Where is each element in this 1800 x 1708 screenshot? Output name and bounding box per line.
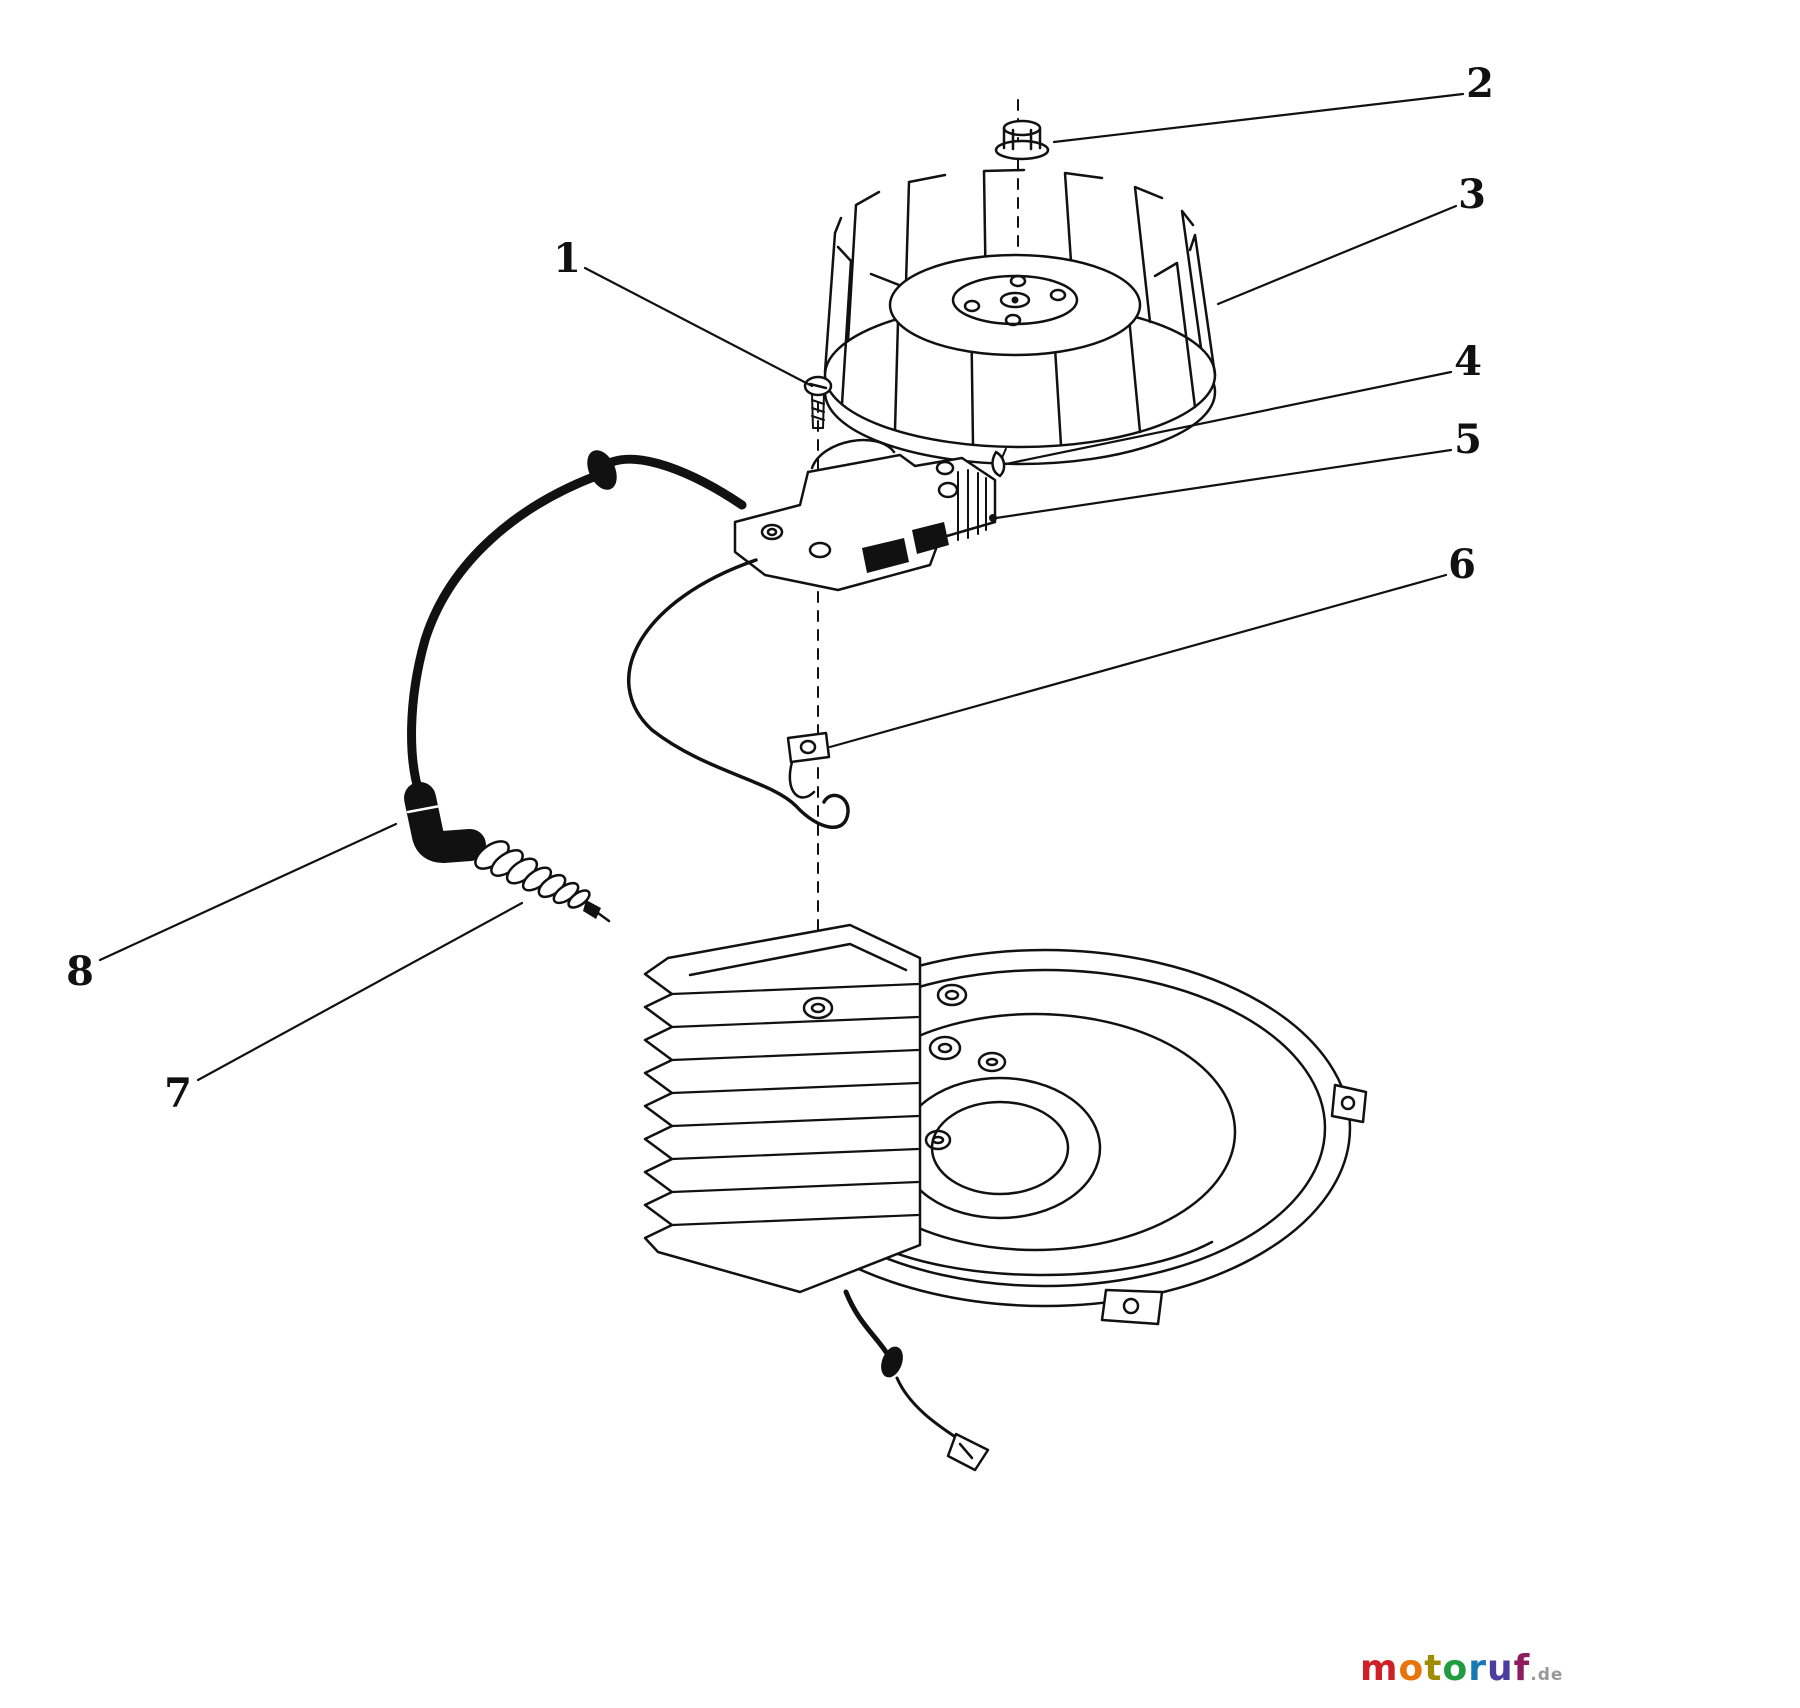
backplate-bore xyxy=(930,1100,1070,1196)
boot-body xyxy=(404,782,486,863)
boot-rib xyxy=(406,804,442,814)
flywheel-hub xyxy=(888,253,1142,357)
clamp-strap xyxy=(788,760,816,799)
wire-grommet xyxy=(587,450,617,490)
flywheel xyxy=(823,168,1217,466)
nut-flange xyxy=(994,139,1050,161)
spark-plug-wire xyxy=(407,450,747,800)
coil-bail xyxy=(810,438,896,470)
logo-letter: u xyxy=(1486,1648,1514,1689)
ground-wire-upper xyxy=(843,1289,889,1355)
coil-winding-block xyxy=(912,522,949,554)
coil-winding-block xyxy=(862,538,909,573)
backplate-bottom-tab xyxy=(1100,1288,1164,1326)
mounting-screw xyxy=(803,375,833,429)
logo-letter: o xyxy=(1442,1648,1469,1689)
backplate-bolt-bosses xyxy=(924,983,1007,1151)
logo-letter: r xyxy=(1468,1648,1487,1689)
cylinder-top-face xyxy=(688,942,908,977)
callout-numbers: 1 2 3 4 5 6 7 8 xyxy=(66,60,1494,1117)
callout-4: 4 xyxy=(1454,338,1482,385)
flywheel-key xyxy=(991,450,1006,478)
leader-6 xyxy=(828,573,1448,749)
spark-plug xyxy=(474,840,611,923)
head-bolt-boss xyxy=(802,996,834,1020)
plug-electrode xyxy=(596,911,611,923)
nut-top xyxy=(1002,119,1042,137)
leader-2 xyxy=(1052,92,1465,144)
leader-lines xyxy=(98,92,1465,1082)
leader-8 xyxy=(98,822,398,962)
ground-wire-lower xyxy=(895,1376,962,1442)
backplate-right-tab xyxy=(1330,1083,1368,1124)
screw-shaft xyxy=(811,393,825,429)
logo-letter: f xyxy=(1513,1648,1531,1689)
coil-mount-holes xyxy=(760,460,959,559)
cylinder-head xyxy=(643,923,922,1294)
plug-wire-lower xyxy=(407,471,601,800)
flange-nut xyxy=(994,119,1050,161)
cooling-fins xyxy=(670,982,920,1227)
kill-wire-loop xyxy=(626,558,850,829)
clamp-plate xyxy=(786,731,831,764)
leader-3 xyxy=(1216,204,1458,306)
coil-laminations xyxy=(957,469,987,541)
callout-8: 8 xyxy=(66,948,94,995)
leader-1 xyxy=(583,266,814,388)
callout-5: 5 xyxy=(1454,416,1482,463)
plug-wire-upper xyxy=(607,454,747,510)
nut-body xyxy=(1002,126,1042,150)
ground-wire xyxy=(843,1289,990,1472)
logo-letter: t xyxy=(1424,1648,1443,1689)
logo-letter: o xyxy=(1398,1648,1425,1689)
logo-letter: m xyxy=(1360,1648,1399,1689)
clamp-hole xyxy=(799,739,817,755)
cylinder-silhouette xyxy=(643,923,922,1294)
screw-slot xyxy=(808,382,828,390)
leader-4 xyxy=(1004,370,1453,466)
callout-6: 6 xyxy=(1448,541,1476,588)
backplate-lower-arc xyxy=(868,1240,1214,1277)
plug-tip xyxy=(583,900,601,919)
callout-3: 3 xyxy=(1458,171,1486,218)
ground-wire-grommet xyxy=(881,1346,903,1378)
coil-body xyxy=(733,453,997,592)
logo-suffix: .de xyxy=(1530,1665,1564,1685)
wire-clamp xyxy=(786,731,831,799)
spark-plug-boot xyxy=(404,782,486,863)
kill-wire xyxy=(626,558,850,829)
leader-5 xyxy=(994,448,1453,520)
coil-leader-dot xyxy=(989,514,997,522)
motoruf-logo[interactable]: motoruf.de xyxy=(1360,1648,1563,1689)
leader-7 xyxy=(196,901,524,1082)
callout-1: 1 xyxy=(553,235,581,282)
callout-2: 2 xyxy=(1466,60,1494,107)
ignition-coil xyxy=(733,438,997,592)
spade-terminal xyxy=(946,1432,990,1472)
callout-7: 7 xyxy=(164,1070,192,1117)
